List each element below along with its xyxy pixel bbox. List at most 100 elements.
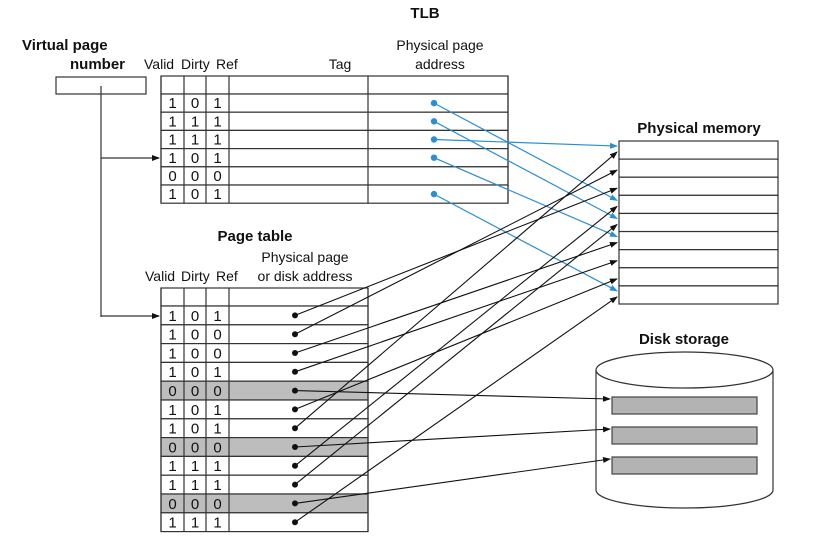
- tlb-cell-valid: 1: [168, 113, 176, 130]
- memory-frame: [618, 230, 779, 251]
- pt-cell-dirty: 0: [191, 327, 199, 344]
- page-to-memory-arrow: [294, 151, 618, 429]
- tlb-cell-valid: 1: [168, 186, 176, 203]
- pt-cell-valid: 1: [168, 421, 176, 438]
- memory-frame: [618, 194, 779, 215]
- tlb-cell-valid: 1: [168, 95, 176, 112]
- memory-frame: [618, 267, 779, 287]
- page-pointer-dot: [292, 331, 298, 338]
- pt-cell-dirty: 1: [191, 477, 199, 494]
- pt-cell-valid: 0: [168, 383, 176, 400]
- pt-cell-valid: 1: [168, 402, 176, 419]
- pt-cell-ref: 1: [213, 458, 221, 475]
- disk-cylinder-top: [595, 351, 774, 389]
- pt-cell-dirty: 0: [191, 308, 199, 325]
- tlb-cell-valid: 0: [168, 168, 176, 185]
- page-to-memory-arrow: [294, 260, 618, 373]
- pt-cell-valid: 1: [168, 458, 176, 475]
- tlb-cell-ref: 1: [213, 132, 221, 149]
- tlb-header-phys-line2: address: [415, 56, 465, 72]
- pt-cell-valid: 0: [168, 439, 176, 456]
- tlb-header-tag: Tag: [329, 56, 352, 72]
- pt-cell-dirty: 0: [191, 421, 199, 438]
- physical-memory: [618, 140, 779, 305]
- memory-frame: [618, 212, 779, 233]
- page-to-disk-arrow: [294, 457, 611, 504]
- tlb-pointer-dot: [430, 154, 438, 161]
- pt-cell-ref: 1: [213, 402, 221, 419]
- page-pointer-dot: [292, 462, 298, 469]
- pt-cell-dirty: 0: [191, 345, 199, 362]
- tlb-header-row: [160, 75, 509, 95]
- page-pointer-dot: [292, 368, 298, 375]
- tlb-pointer-dot: [430, 136, 438, 143]
- pt-cell-dirty: 1: [191, 458, 199, 475]
- page-pointer-dot: [292, 387, 298, 394]
- pt-cell-dirty: 0: [191, 439, 199, 456]
- page-to-memory-arrow: [294, 278, 618, 410]
- tlb-cell-dirty: 1: [191, 132, 199, 149]
- disk-block: [611, 426, 758, 445]
- pt-cell-valid: 1: [168, 515, 176, 532]
- pt-cell-ref: 1: [213, 477, 221, 494]
- pt-cell-valid: 1: [168, 477, 176, 494]
- disk-storage-title: Disk storage: [639, 331, 729, 348]
- tlb-cell-ref: 1: [213, 113, 221, 130]
- page-pointer-dot: [292, 425, 298, 432]
- disk-storage: [595, 351, 774, 509]
- pt-cell-dirty: 0: [191, 496, 199, 513]
- virtual-page-label-line1: Virtual page: [22, 37, 108, 54]
- pt-cell-valid: 1: [168, 308, 176, 325]
- tlb-pointer-dot: [430, 99, 438, 107]
- tlb-cell-ref: 1: [213, 95, 221, 112]
- pointer-arrows: [292, 99, 618, 526]
- pt-cell-ref: 0: [213, 327, 221, 344]
- pt-cell-valid: 0: [168, 496, 176, 513]
- pt-cell-ref: 1: [213, 364, 221, 381]
- physical-memory-title: Physical memory: [637, 120, 761, 137]
- page-to-disk-arrow: [294, 426, 611, 448]
- tlb-cell-ref: 1: [213, 150, 221, 167]
- pt-header-dirty: Dirty: [181, 268, 210, 284]
- page-pointer-dot: [292, 406, 298, 413]
- tlb-pointer-dot: [430, 190, 438, 198]
- tlb-cell-dirty: 0: [191, 95, 199, 112]
- tlb-header-valid: Valid: [144, 56, 174, 72]
- page-pointer-dot: [292, 481, 298, 488]
- pt-cell-ref: 0: [213, 496, 221, 513]
- disk-block: [611, 396, 758, 415]
- page-table-title: Page table: [217, 228, 292, 245]
- tlb-header-phys-line1: Physical page: [396, 37, 483, 53]
- memory-frame: [618, 285, 779, 305]
- pt-cell-ref: 0: [213, 383, 221, 400]
- pt-header-ref: Ref: [216, 268, 238, 284]
- pt-cell-ref: 0: [213, 345, 221, 362]
- pt-cell-dirty: 0: [191, 383, 199, 400]
- tlb-pointer-arrow: [433, 102, 618, 201]
- page-pointer-dot: [292, 350, 298, 356]
- tlb-cell-dirty: 0: [191, 168, 199, 185]
- tlb-cell-dirty: 1: [191, 113, 199, 130]
- pt-header-valid: Valid: [145, 268, 175, 284]
- pt-header-addr-line2: or disk address: [258, 268, 353, 284]
- tlb-header-dirty: Dirty: [181, 56, 210, 72]
- memory-frame: [618, 158, 779, 178]
- tlb-cell-dirty: 0: [191, 150, 199, 167]
- page-pointer-dot: [292, 312, 298, 319]
- pt-header-addr-line1: Physical page: [261, 249, 348, 265]
- pt-cell-ref: 1: [213, 421, 221, 438]
- pt-cell-valid: 1: [168, 364, 176, 381]
- page-to-disk-arrow: [294, 390, 611, 402]
